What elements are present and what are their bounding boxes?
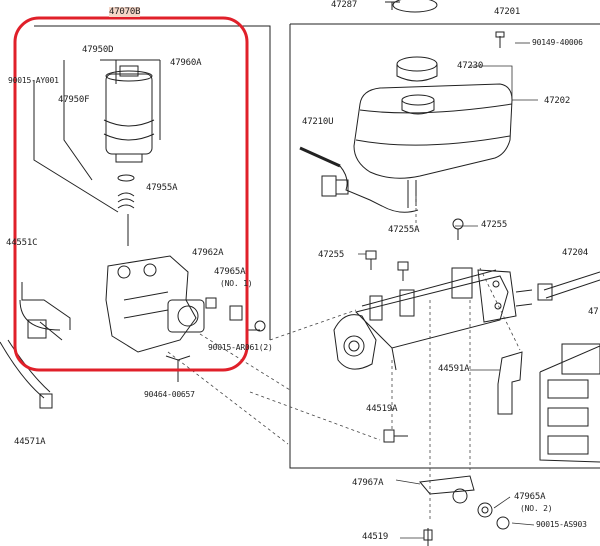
label-47255-left[interactable]: 47255 [318, 250, 345, 260]
label-47965A-no1[interactable]: 47965A [214, 267, 246, 277]
label-90015-AR061[interactable]: 90015-AR061(2) [208, 343, 273, 352]
label-44591A[interactable]: 44591A [438, 364, 470, 374]
label-47962A[interactable]: 47962A [192, 248, 224, 258]
label-47950D[interactable]: 47950D [82, 45, 114, 55]
label-47955A[interactable]: 47955A [146, 183, 178, 193]
label-47070B[interactable]: 47070B [109, 7, 141, 17]
label-90015-AS903[interactable]: 90015-AS903 [536, 520, 587, 529]
label-90015-AY001[interactable]: 90015-AY001 [8, 76, 59, 85]
label-44551C[interactable]: 44551C [6, 238, 38, 248]
label-47210U[interactable]: 47210U [302, 117, 334, 127]
label-47965A-no2-suffix: (NO. 2) [520, 504, 553, 513]
label-44571A[interactable]: 44571A [14, 437, 46, 447]
label-90149-40006[interactable]: 90149-40006 [532, 38, 583, 47]
label-47965A-no2[interactable]: 47965A [514, 492, 546, 502]
label-47201[interactable]: 47201 [494, 7, 521, 17]
label-47255-right[interactable]: 47255 [481, 220, 508, 230]
label-47965A-no1-suffix: (NO. 1) [220, 279, 253, 288]
label-44519A[interactable]: 44519A [366, 404, 398, 414]
label-47960A[interactable]: 47960A [170, 58, 202, 68]
label-47230[interactable]: 47230 [457, 61, 484, 71]
highlight-box [13, 16, 249, 372]
label-47-partial[interactable]: 47 [588, 307, 599, 317]
label-47967A[interactable]: 47967A [352, 478, 384, 488]
label-90464-00657[interactable]: 90464-00657 [144, 390, 195, 399]
label-47255A[interactable]: 47255A [388, 225, 420, 235]
label-44519[interactable]: 44519 [362, 532, 389, 542]
label-47202[interactable]: 47202 [544, 96, 571, 106]
label-47950F[interactable]: 47950F [58, 95, 90, 105]
label-47204[interactable]: 47204 [562, 248, 589, 258]
label-47287[interactable]: 47287 [331, 0, 358, 10]
